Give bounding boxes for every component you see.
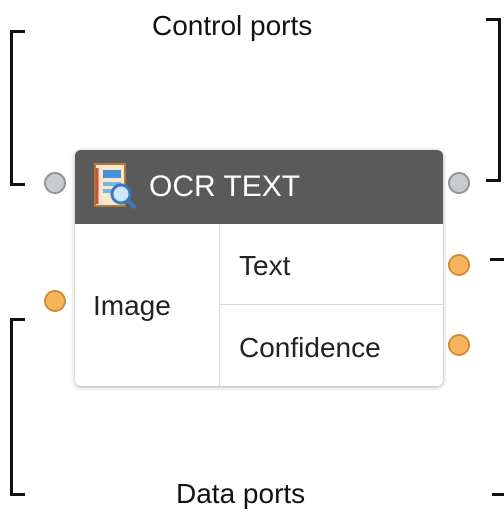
node-body: Image Text Confidence <box>75 224 443 386</box>
data-ports-tick-top <box>490 258 504 261</box>
output-label-confidence: Confidence <box>239 332 381 363</box>
data-ports-tick-bottom <box>492 493 504 496</box>
data-output-port-text[interactable] <box>448 254 470 276</box>
control-output-port[interactable] <box>448 172 470 194</box>
output-label-text: Text <box>239 250 291 281</box>
control-input-port[interactable] <box>44 172 66 194</box>
data-ports-bracket-left <box>10 318 25 496</box>
data-input-port-image[interactable] <box>44 290 66 312</box>
data-output-port-confidence[interactable] <box>448 334 470 356</box>
control-ports-label: Control ports <box>152 10 313 41</box>
row-divider <box>219 304 443 305</box>
ocr-document-icon <box>94 163 137 210</box>
node-header[interactable]: OCR TEXT <box>75 150 443 224</box>
data-ports-label: Data ports <box>176 478 306 509</box>
node-title: OCR TEXT <box>149 170 301 203</box>
input-label-image: Image <box>93 290 171 321</box>
column-divider <box>219 224 220 386</box>
control-ports-bracket-left <box>10 30 25 186</box>
ocr-text-node[interactable]: OCR TEXT Image Text Confidence <box>75 150 443 386</box>
control-ports-bracket-right <box>486 18 501 182</box>
